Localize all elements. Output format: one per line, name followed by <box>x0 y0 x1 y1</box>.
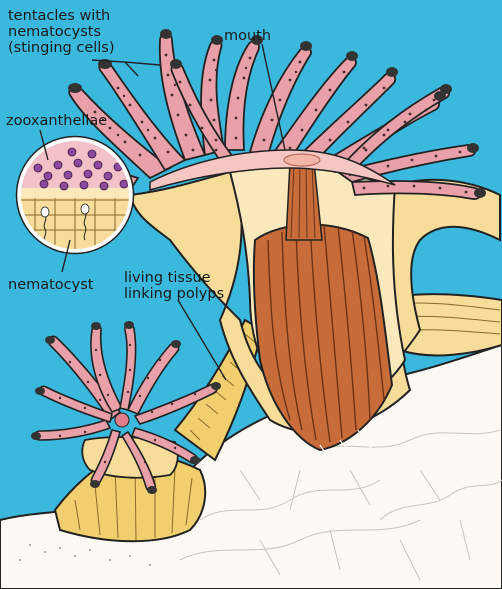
label-living-tissue: living tissue linking polyps <box>124 270 224 302</box>
small-polyp-mouth <box>115 413 129 427</box>
label-tentacles: tentacles with nematocysts (stinging cel… <box>8 8 115 56</box>
label-mouth: mouth <box>224 28 271 44</box>
mouth-opening <box>284 154 320 166</box>
label-nematocyst: nematocyst <box>8 277 93 293</box>
label-zooxanthellae: zooxanthellae <box>6 113 107 129</box>
